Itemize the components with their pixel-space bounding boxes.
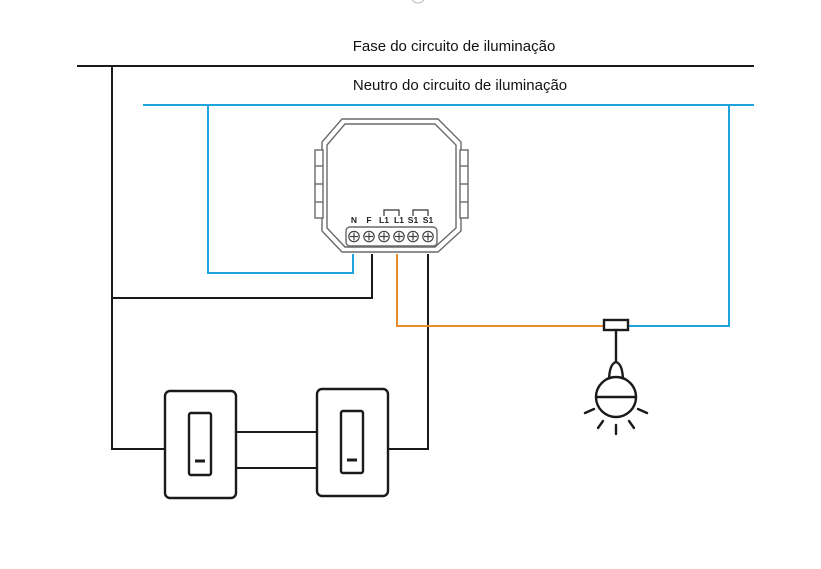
fase-wires	[77, 65, 754, 469]
terminal-label-l1b: L1	[394, 215, 404, 225]
terminal-label-s1a: S1	[408, 215, 419, 225]
light-switch-icon	[163, 389, 238, 500]
terminal-screws	[348, 230, 434, 243]
top-mark	[411, 0, 425, 4]
terminal-label-l1a: L1	[379, 215, 389, 225]
fase-drop	[111, 66, 165, 450]
s1-return	[389, 254, 429, 450]
neutro-wires	[143, 104, 754, 327]
load-wire	[396, 254, 604, 327]
smart-switch-module-icon	[314, 118, 469, 253]
fase-label: Fase do circuito de iluminação	[353, 38, 556, 55]
neutro-label: Neutro do circuito de iluminação	[353, 77, 567, 94]
terminal-label-n: N	[351, 215, 357, 225]
terminal-label-f: F	[366, 215, 371, 225]
light-switch-icon	[315, 387, 390, 498]
neutro-to-module	[207, 105, 354, 274]
fase-to-module	[112, 254, 373, 299]
light-bulb-icon	[583, 318, 649, 436]
terminal-label-s1b: S1	[423, 215, 434, 225]
neutro-to-lamp	[628, 105, 730, 327]
